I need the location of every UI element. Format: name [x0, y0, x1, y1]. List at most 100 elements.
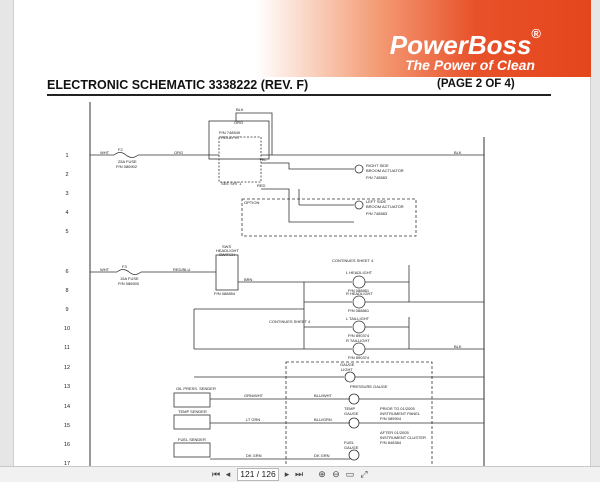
wire-label: BLK — [454, 344, 462, 349]
wire-label: ORG — [174, 150, 183, 155]
reference-label: SEE SHT 1 — [221, 181, 242, 186]
line-number: 8 — [65, 288, 68, 294]
pdf-viewer-toolbar: ⏮ ◂ 121 / 126 ▸ ⏭ ⊕ ⊖ ▭ ⤢ — [0, 466, 600, 482]
sender-label: FUEL SENDER — [178, 437, 206, 442]
temp-gauge-dial — [348, 417, 360, 429]
oil-sender-box — [173, 392, 211, 408]
wire-label: LT GRN — [246, 417, 260, 422]
relay-k7-box — [208, 120, 270, 160]
component-label: BROOM ACTUATOR — [366, 168, 404, 173]
fuse-f3-symbol — [116, 269, 142, 275]
red-wire — [261, 188, 354, 223]
fuse-f2-symbol — [113, 152, 139, 158]
page-number-field[interactable]: 121 / 126 — [237, 468, 279, 481]
note-label: INSTRUMENT CLUSTER — [380, 435, 426, 440]
fuse-label: F3 — [122, 264, 127, 269]
prev-page-icon[interactable]: ◂ — [225, 469, 231, 479]
option-box — [241, 198, 417, 237]
wire-label: BLK — [454, 150, 462, 155]
wire-label: DK GRN — [246, 453, 262, 458]
temp-sender-box — [173, 414, 211, 430]
line-number: 16 — [64, 442, 70, 448]
line-number: 17 — [64, 461, 70, 467]
wire-label: GRN/WHT — [244, 393, 264, 398]
note-label: PRIOR TO 01/2005 — [380, 406, 416, 411]
line-number: 5 — [65, 229, 68, 235]
part-number-label: P/N 086900 — [118, 281, 140, 286]
line-number: 12 — [64, 365, 70, 371]
schematic-title: ELECTRONIC SCHEMATIC 3338222 (REV. F) — [47, 78, 309, 92]
pressure-gauge-dial — [348, 393, 360, 405]
component-label: GAUGE — [344, 445, 359, 450]
banner-background — [14, 0, 591, 77]
fuel-gauge-dial — [348, 449, 360, 461]
wire-label: ORG — [234, 120, 243, 125]
brand-logo-text: PowerBoss® — [389, 26, 541, 60]
fit-page-icon[interactable]: ▭ — [345, 469, 355, 479]
part-number-label: P/N 085904 — [380, 416, 402, 421]
zoom-in-icon[interactable]: ⊕ — [318, 469, 326, 479]
line-number: 10 — [64, 326, 70, 332]
continuation-label: CONTINUES SHEET 4 — [269, 319, 311, 324]
wire-label: YEL — [259, 157, 267, 162]
part-number-label: P/N 088854 — [214, 291, 236, 296]
fuse-rating-label: 15A FUSE — [120, 276, 139, 281]
component-label: PRESSURE GAUGE — [350, 384, 388, 389]
schematic-labels: BLK ORG P/N 748549 RELAY K7 SEE SHT 1 F2… — [100, 107, 462, 458]
wiring — [90, 112, 484, 467]
zoom-out-icon[interactable]: ⊖ — [332, 469, 340, 479]
part-number-label: P/N 890374 — [348, 333, 370, 338]
next-page-icon[interactable]: ▸ — [284, 469, 290, 479]
right-broom-motor — [354, 164, 364, 174]
switch-label: HEADLIGHT — [216, 248, 239, 253]
line-number: 3 — [65, 191, 68, 197]
component-label: FUEL — [344, 440, 355, 445]
first-page-icon[interactable]: ⏮ — [212, 469, 221, 479]
wire-label: DK GRN — [314, 453, 330, 458]
component-label: GAUGE — [344, 411, 359, 416]
component-label: L HEADLIGHT — [346, 270, 373, 275]
wire-label: WHT — [100, 150, 110, 155]
component-label: RIGHT SIDE — [366, 163, 389, 168]
note-label: AFTER 01/2005 — [380, 430, 409, 435]
switch-label: SWITCH — [219, 252, 235, 257]
line-number: 1 — [65, 153, 68, 159]
sender-label: OIL PRESS. SENDER — [176, 386, 216, 391]
component-label: R HEADLIGHT — [346, 291, 373, 296]
page-of-label: (PAGE 2 OF 4) — [437, 78, 515, 90]
line-number: 14 — [64, 404, 70, 410]
line-number: 15 — [64, 423, 70, 429]
wire-label: BRN — [244, 277, 253, 282]
line-number: 9 — [65, 307, 68, 313]
blk-top-wire — [235, 112, 273, 155]
last-page-icon[interactable]: ⏭ — [295, 469, 304, 479]
wire-label: BLU/WHT — [314, 393, 333, 398]
left-scroll-gutter — [0, 0, 14, 482]
part-number-label: P/N 086902 — [116, 164, 138, 169]
wire-label: RED — [257, 183, 266, 188]
note-label: INSTRUMENT PANEL — [380, 411, 421, 416]
component-label: LIGHT — [341, 367, 353, 372]
relay-contacts — [218, 136, 262, 183]
line-number: 4 — [65, 210, 68, 216]
part-number-label: P/N 088861 — [348, 288, 370, 293]
right-scroll-gutter[interactable] — [590, 0, 600, 482]
switch-label: SWS — [222, 244, 231, 249]
fullscreen-icon[interactable]: ⤢ — [360, 469, 368, 479]
component-label: R TAILLIGHT — [346, 338, 370, 343]
line-number: 11 — [64, 345, 70, 351]
part-number-label: P/N 890374 — [348, 355, 370, 360]
component-label: BROOM ACTUATOR — [366, 204, 404, 209]
part-number-label: P/N 088861 — [348, 308, 370, 313]
l-headlight-lamp — [352, 275, 366, 289]
continuation-label: CONTINUES SHEET 4 — [332, 258, 374, 263]
title-divider — [47, 94, 551, 96]
component-label: GAUGE — [340, 362, 355, 367]
component-label: LEFT SIDE — [366, 199, 386, 204]
component-label: L TAILLIGHT — [346, 316, 370, 321]
part-number-label: P/N 748583 — [366, 175, 388, 180]
line-number: 2 — [65, 172, 68, 178]
yel-wire — [261, 162, 354, 170]
option-label: OPTION — [244, 200, 259, 205]
